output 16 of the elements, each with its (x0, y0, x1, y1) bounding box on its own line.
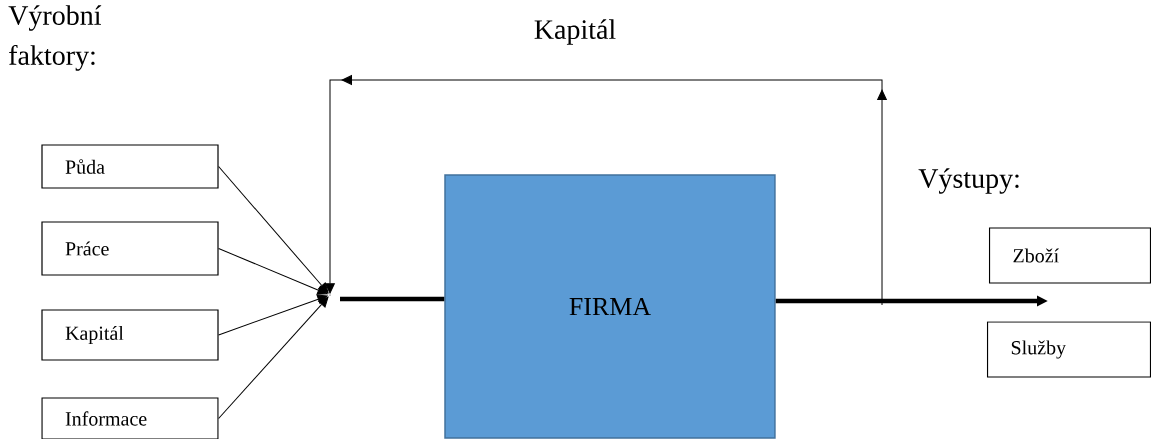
connector (340, 296, 445, 302)
arrow (218, 294, 328, 336)
text-box: Kapitál (41, 309, 219, 361)
feedback-arrow (325, 75, 887, 306)
process-box: FIRMA (444, 174, 776, 439)
text-box: Služby (986, 321, 1151, 378)
text-box: Informace (41, 397, 219, 439)
text-box: Zboží (988, 227, 1151, 284)
text-box: Půda (41, 144, 219, 189)
text-box: Práce (41, 221, 219, 276)
arrow (218, 296, 329, 419)
heading-label: Výrobní faktory: (8, 5, 102, 71)
arrow (218, 248, 328, 295)
edge-label: Kapitál (534, 19, 616, 45)
heading-label: Výstupy: (918, 168, 1019, 194)
arrow (218, 166, 329, 294)
